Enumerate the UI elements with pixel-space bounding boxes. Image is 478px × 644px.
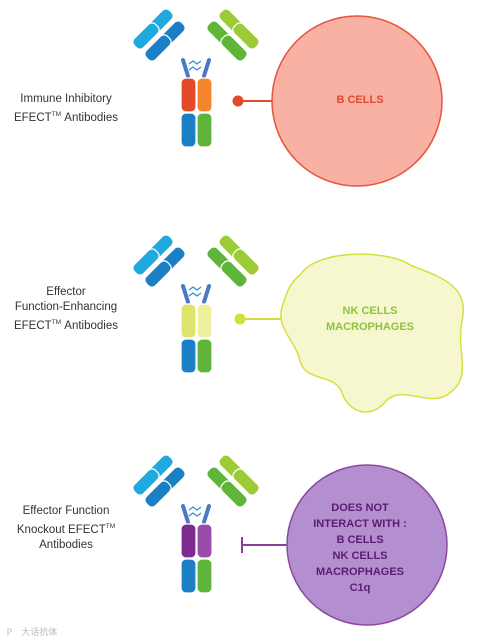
cell-label: NK CELLS MACROPHAGES bbox=[325, 305, 414, 333]
fab-domain-right bbox=[232, 468, 260, 496]
fab-domain-right bbox=[220, 260, 248, 288]
disulfide-bond-icon bbox=[188, 506, 202, 517]
fab-domain-left bbox=[144, 34, 172, 62]
fc-ch2-right bbox=[196, 303, 213, 339]
connector-dot bbox=[232, 95, 244, 107]
antibody bbox=[132, 454, 260, 594]
fab-domain-left bbox=[132, 22, 160, 50]
fc-ch2-right bbox=[196, 77, 213, 113]
fab-domain-left bbox=[132, 468, 160, 496]
fab-domain-left bbox=[144, 260, 172, 288]
antibody bbox=[132, 234, 260, 374]
panel-immune-inhibitory: Immune Inhibitory EFECTTM Antibodies B C… bbox=[0, 0, 478, 215]
fc-ch2-left bbox=[180, 77, 197, 113]
fc-ch3-left bbox=[180, 112, 197, 148]
fc-ch2-right bbox=[196, 523, 213, 559]
watermark: ℙ 大话抗体 bbox=[6, 628, 58, 638]
fc-ch2-left bbox=[180, 523, 197, 559]
fc-ch3-left bbox=[180, 338, 197, 374]
antibody-label: Immune Inhibitory EFECTTM Antibodies bbox=[13, 93, 118, 124]
fc-ch2-left bbox=[180, 303, 197, 339]
hinge bbox=[181, 58, 211, 78]
antibody-label: Effector Function Knockout EFECTTM Antib… bbox=[16, 505, 116, 551]
cell-circle bbox=[271, 15, 443, 187]
fc-ch3-right bbox=[196, 558, 213, 594]
fab-domain-left bbox=[144, 480, 172, 508]
connector-dot bbox=[234, 313, 246, 325]
antibody-label: Effector Function-Enhancing EFECTTM Anti… bbox=[13, 286, 118, 332]
panel-effector-knockout: Effector Function Knockout EFECTTM Antib… bbox=[0, 445, 478, 644]
cell-label: DOES NOT INTERACT WITH : B CELLS NK CELL… bbox=[313, 502, 407, 594]
disulfide-bond-icon bbox=[188, 60, 202, 71]
hinge bbox=[181, 504, 211, 524]
antibody-diagram bbox=[132, 454, 448, 626]
antibody-diagram bbox=[132, 8, 443, 187]
fc-ch3-left bbox=[180, 558, 197, 594]
fab-domain-right bbox=[220, 34, 248, 62]
panel-effector-enhancing: Effector Function-Enhancing EFECTTM Anti… bbox=[0, 225, 478, 430]
disulfide-bond-icon bbox=[188, 286, 202, 297]
fab-domain-right bbox=[232, 22, 260, 50]
antibody bbox=[132, 8, 260, 148]
fc-ch3-right bbox=[196, 112, 213, 148]
fab-domain-left bbox=[132, 248, 160, 276]
hinge bbox=[181, 284, 211, 304]
fab-domain-right bbox=[220, 480, 248, 508]
fab-domain-right bbox=[232, 248, 260, 276]
cell-circle bbox=[286, 464, 448, 626]
fc-ch3-right bbox=[196, 338, 213, 374]
cell-blob bbox=[280, 253, 465, 413]
cell-label: B CELLS bbox=[336, 94, 384, 106]
antibody-diagram bbox=[132, 234, 465, 413]
